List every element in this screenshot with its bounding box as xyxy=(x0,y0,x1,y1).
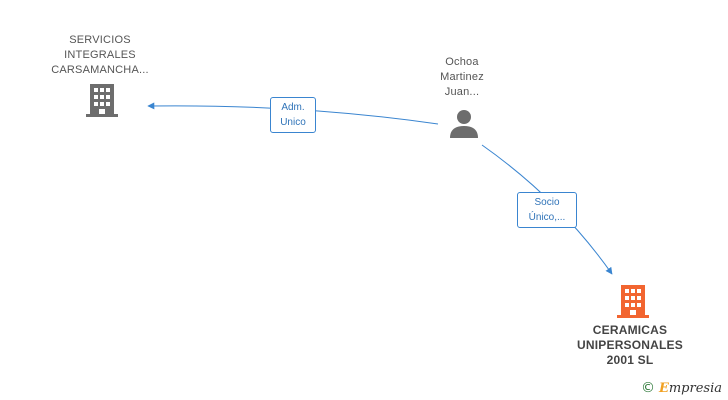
node-label-line: CERAMICAS xyxy=(592,323,668,337)
edge-label-line: Unico xyxy=(280,117,306,128)
node-label-line: SERVICIOS xyxy=(69,34,131,46)
node-label-servicios[interactable]: SERVICIOS INTEGRALES CARSAMANCHA... xyxy=(30,33,170,78)
edge-label-line: Adm. xyxy=(281,102,305,113)
watermark: ©Empresia xyxy=(641,380,722,396)
building-icon[interactable] xyxy=(86,84,118,117)
node-label-line: Juan... xyxy=(444,86,480,98)
person-icon[interactable] xyxy=(450,110,478,138)
node-label-ceramicas[interactable]: CERAMICAS UNIPERSONALES 2001 SL xyxy=(563,323,697,368)
edge-label-socio[interactable]: Socio Único,... xyxy=(517,192,577,228)
node-label-line: Ochoa xyxy=(445,56,479,68)
node-label-line: UNIPERSONALES xyxy=(577,338,683,352)
node-label-ochoa[interactable]: Ochoa Martinez Juan... xyxy=(412,55,512,100)
node-label-line: 2001 SL xyxy=(606,353,654,367)
edge-label-adm[interactable]: Adm. Unico xyxy=(270,97,316,133)
edge-label-line: Único,... xyxy=(528,212,566,223)
node-label-line: CARSAMANCHA... xyxy=(51,64,149,76)
node-label-line: Martinez xyxy=(440,71,484,83)
watermark-initial: E xyxy=(658,381,669,396)
node-label-line: INTEGRALES xyxy=(64,49,136,61)
copyright-icon: © xyxy=(640,380,655,396)
watermark-text: mpresia xyxy=(668,381,722,396)
edge-label-line: Socio xyxy=(534,197,560,208)
building-icon[interactable] xyxy=(617,285,649,318)
